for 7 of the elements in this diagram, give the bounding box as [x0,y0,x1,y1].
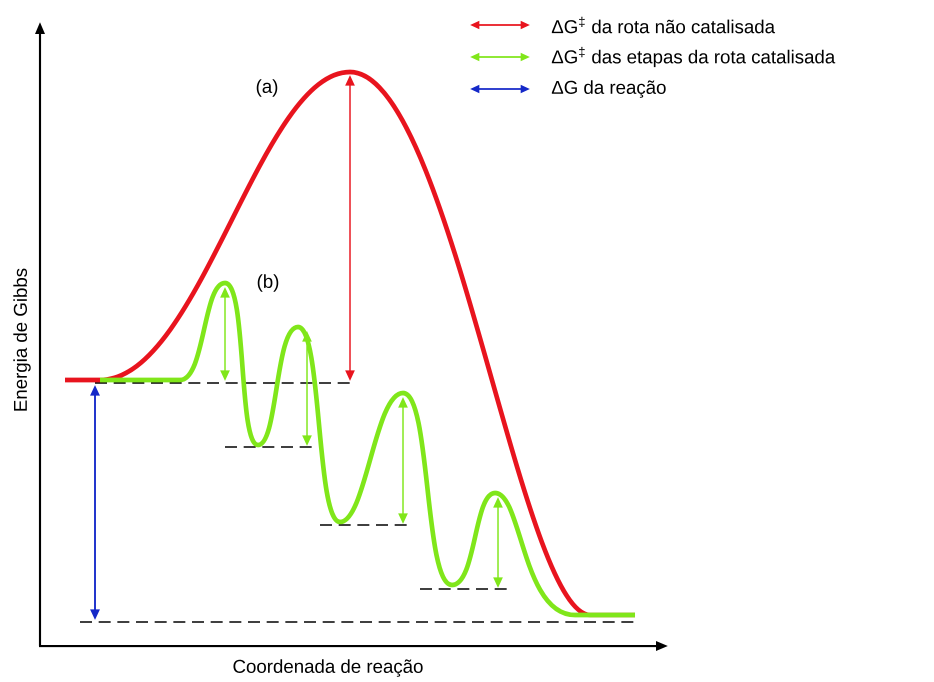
legend-text: ΔG$^{‡}$ das etapas da rota catalisada [552,46,836,68]
curve-label: (a) [256,79,278,97]
axis-label: Energia de Gibbs [13,268,31,411]
legend-text: ΔG da reação [552,80,666,98]
curve-label: (b) [258,274,278,292]
legend-text: ΔG$^{‡}$ da rota não catalisada [552,16,776,34]
axis-label: Coordenada de reação [233,659,423,677]
